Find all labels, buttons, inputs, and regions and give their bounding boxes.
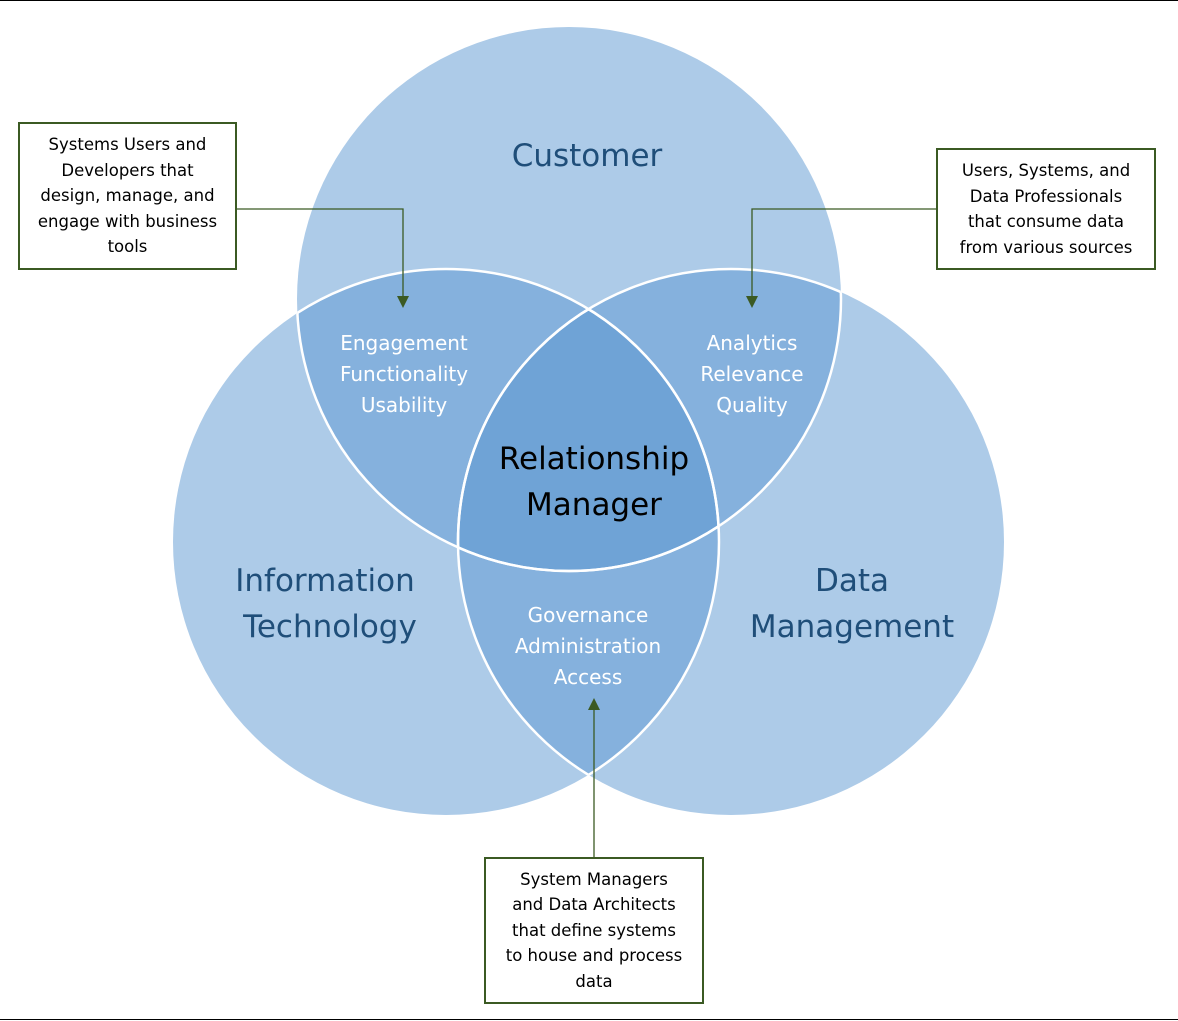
- callout-bottom-line4: to house and process: [505, 946, 683, 966]
- customer-it-label-line1: Engagement: [340, 331, 468, 355]
- bottom-border-line: [0, 1019, 1178, 1020]
- customer-data-label-line3: Quality: [716, 393, 788, 417]
- callout-right-line3: that consume data: [967, 212, 1125, 231]
- customer-circle-right-outline: [458, 269, 843, 573]
- callout-left-line5: tools: [107, 237, 148, 257]
- customer-title: Customer: [512, 138, 663, 174]
- connector-arrows: [237, 208, 936, 857]
- callout-system-managers: System Managers and Data Architects that…: [484, 857, 704, 1004]
- callout-left-line3: design, manage, and: [40, 186, 215, 206]
- callout-bottom-line2: and Data Architects: [512, 895, 676, 915]
- it-data-label-line1: Governance: [528, 603, 649, 627]
- callout-right-line4: from various sources: [959, 237, 1133, 257]
- callout-left-line1: Systems Users and: [48, 135, 207, 155]
- callout-right-line2: Data Professionals: [969, 186, 1123, 206]
- callout-bottom-line1: System Managers: [520, 869, 668, 889]
- top-border-line: [0, 0, 1178, 1]
- data-management-title-line2: Management: [750, 609, 954, 645]
- callout-data-consumers: Users, Systems, and Data Professionals t…: [936, 148, 1156, 270]
- customer-data-label-line1: Analytics: [707, 331, 798, 355]
- it-data-label-line2: Administration: [515, 634, 661, 658]
- center-overlap: [458, 269, 719, 571]
- right-connector-line: [751, 208, 936, 298]
- data-management-title-line1: Data: [815, 563, 889, 599]
- data-circle-left-outline: [456, 269, 719, 815]
- callout-bottom-line5: data: [575, 971, 613, 991]
- it-circle-right-outline: [458, 269, 721, 815]
- callout-right-line1: Users, Systems, and: [961, 161, 1131, 180]
- it-data-label-line3: Access: [554, 665, 622, 689]
- center-label-line2: Manager: [526, 487, 662, 523]
- left-connector-line: [237, 208, 404, 298]
- information-technology-title-line1: Information: [235, 563, 414, 599]
- customer-it-label-line3: Usability: [361, 393, 448, 417]
- information-technology-title-line2: Technology: [242, 609, 417, 645]
- callout-systems-users: Systems Users and Developers that design…: [18, 122, 237, 270]
- customer-data-label-line2: Relevance: [700, 362, 803, 386]
- callout-bottom-line3: that define systems: [512, 920, 676, 940]
- customer-it-label-line2: Functionality: [340, 362, 468, 386]
- center-label-line1: Relationship: [499, 441, 689, 477]
- callout-left-line2: Developers that: [61, 160, 194, 180]
- left-connector-arrowhead: [397, 296, 409, 308]
- bottom-connector-arrowhead: [588, 698, 600, 710]
- right-connector-arrowhead: [746, 296, 758, 308]
- callout-left-line4: engage with business: [37, 211, 218, 231]
